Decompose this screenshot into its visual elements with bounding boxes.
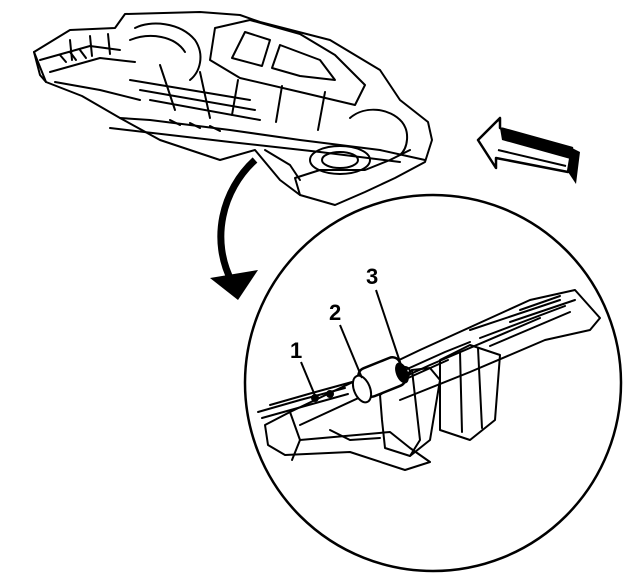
vehicle-underbody-illustration xyxy=(34,12,432,205)
callout-2: 2 xyxy=(329,300,341,325)
leader-line-3 xyxy=(376,290,400,362)
view-direction-arrow xyxy=(478,118,580,184)
fuel-filter-detail-illustration xyxy=(258,290,600,470)
detail-circle xyxy=(245,195,621,571)
detail-pointer-arrow xyxy=(210,160,258,300)
callout-leaders xyxy=(301,290,400,398)
callout-1: 1 xyxy=(290,338,302,363)
fuel-filter-canister xyxy=(349,355,409,405)
callout-3: 3 xyxy=(366,264,378,289)
leader-line-2 xyxy=(340,325,362,378)
leader-line-1 xyxy=(301,362,316,398)
